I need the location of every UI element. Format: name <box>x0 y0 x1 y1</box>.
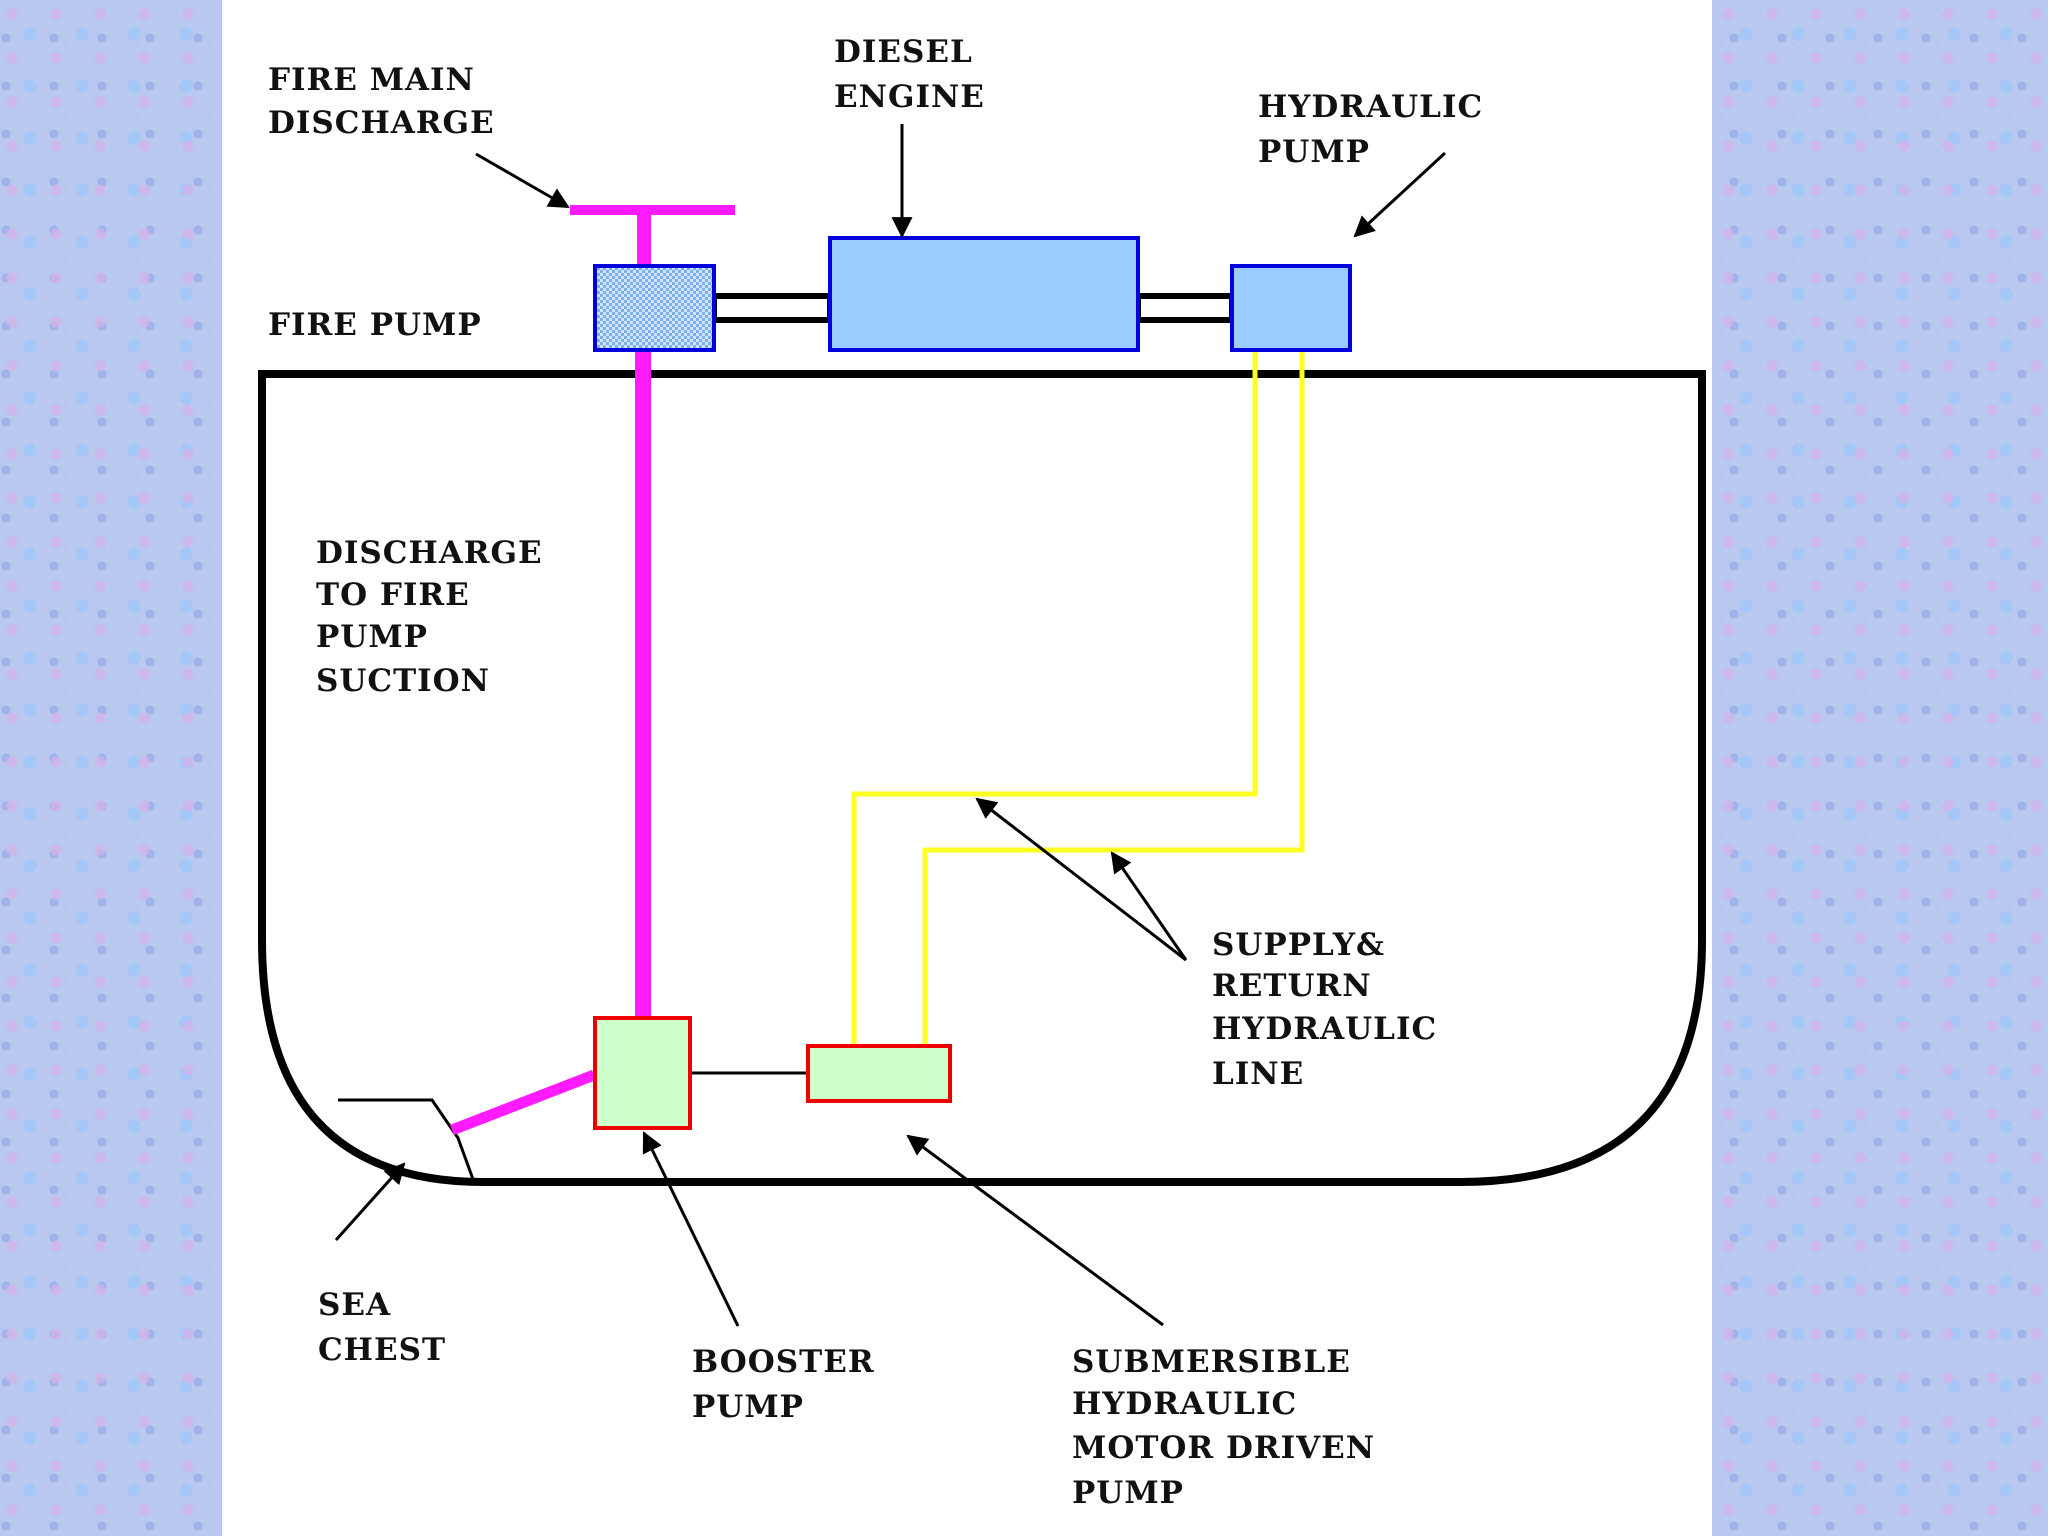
label-discharge-to-fire-pump-suction: DISCHARGE TO FIRE PUMP SUCTION <box>316 535 554 699</box>
booster-pump-arrow <box>642 1131 740 1327</box>
label-supply-return-hydraulic-line: SUPPLY& RETURN HYDRAULIC LINE <box>1212 927 1449 1092</box>
return-line-arrow <box>1110 851 1188 961</box>
label-fire-pump: FIRE PUMP <box>268 307 482 343</box>
fire-pump <box>593 264 716 352</box>
supply-line-arrow <box>975 797 1187 962</box>
label-diesel-engine: DIESEL ENGINE <box>834 34 985 115</box>
label-hydraulic-pump: HYDRAULIC PUMP <box>1258 89 1495 170</box>
submersible-pump <box>806 1044 952 1103</box>
hydraulic-pump <box>1230 264 1352 352</box>
sea-chest <box>338 1098 476 1183</box>
label-submersible-hydraulic-motor-driven-pump: SUBMERSIBLE HYDRAULIC MOTOR DRIVEN PUMP <box>1072 1344 1387 1511</box>
diesel-engine <box>828 236 1140 352</box>
hydraulic-supply-line <box>851 350 1258 1046</box>
ship-hull <box>258 370 1706 1186</box>
submersible-pump-arrow <box>906 1134 1164 1327</box>
label-booster-pump: BOOSTER PUMP <box>692 1344 886 1425</box>
label-fire-main-discharge: FIRE MAIN DISCHARGE <box>268 62 495 141</box>
label-sea-chest: SEA CHEST <box>318 1287 446 1368</box>
sea-chest-suction-pipe <box>450 1069 596 1136</box>
sea-chest-arrow <box>334 1162 406 1242</box>
hydraulic-return-line <box>922 350 1305 1046</box>
fire-main-discharge-arrow <box>475 152 570 209</box>
booster-pump <box>593 1016 692 1130</box>
hydraulic-pump-arrow <box>1353 151 1447 238</box>
hydraulic-pump-shaft <box>1135 293 1235 323</box>
fire-pump-shaft <box>711 293 833 323</box>
